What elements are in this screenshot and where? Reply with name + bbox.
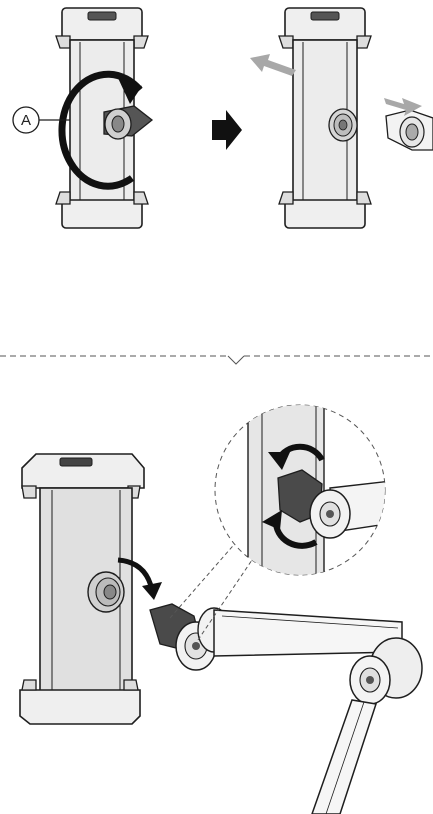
- step1-phone-holder: [55, 7, 154, 229]
- articulating-arm: [149, 603, 423, 814]
- attach-arrow-icon: [117, 557, 162, 600]
- section-divider: [0, 355, 433, 365]
- callout-a: A: [12, 106, 70, 134]
- callout-a-label: A: [21, 112, 31, 129]
- step2-phone-holder: [278, 7, 433, 229]
- step3-phone-holder: [19, 453, 145, 725]
- step-arrow-icon: [212, 110, 242, 150]
- threaded-stud-icon: [328, 108, 358, 142]
- pull-apart-arrow-icon: [250, 54, 296, 76]
- knob-icon: [103, 105, 154, 140]
- push-right-arrow-icon: [384, 98, 422, 116]
- zoom-leader-line: [197, 559, 253, 641]
- removed-knob-icon: [385, 109, 433, 151]
- zoom-leader-line: [169, 539, 239, 619]
- rotate-counterclockwise-arrow-icon: [58, 70, 143, 190]
- detail-magnifier-circle-icon: [214, 404, 386, 576]
